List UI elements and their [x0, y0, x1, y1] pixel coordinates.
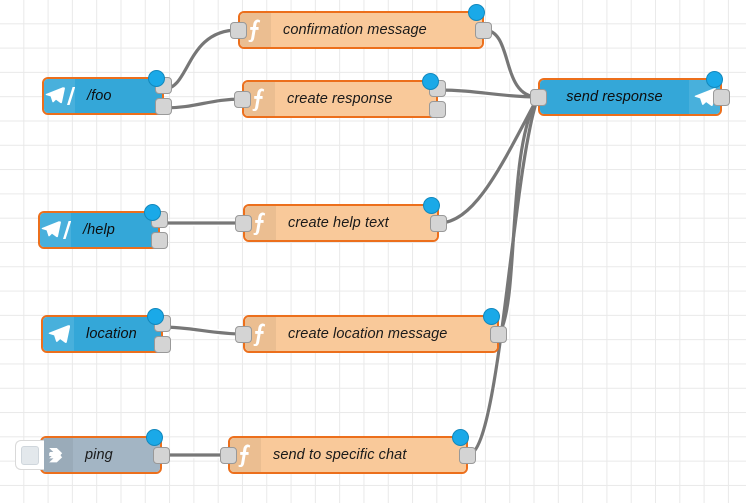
- node-body: send response: [540, 80, 720, 114]
- telegram-slash-icon: [44, 79, 75, 113]
- status-dot: [452, 429, 469, 446]
- node-label: /help: [83, 222, 115, 238]
- output-port[interactable]: [713, 88, 730, 106]
- output-port[interactable]: [459, 446, 476, 464]
- inject-arrow-icon: [42, 438, 73, 472]
- wire[interactable]: [161, 325, 245, 336]
- node-foo-command[interactable]: /foo: [42, 70, 172, 115]
- node-body: create location message: [245, 317, 497, 351]
- node-location-event[interactable]: location: [41, 308, 171, 353]
- wire[interactable]: [497, 95, 540, 336]
- node-ping-inject[interactable]: ping: [15, 429, 170, 474]
- inject-button-face: [21, 445, 39, 465]
- status-dot: [468, 4, 485, 21]
- input-port[interactable]: [530, 88, 547, 106]
- node-label: confirmation message: [283, 22, 427, 38]
- function-f-icon: [252, 88, 265, 111]
- function-f-icon: [248, 19, 261, 42]
- wire-halo: [435, 93, 542, 227]
- node-label: ping: [85, 447, 113, 463]
- wire-halo: [434, 86, 542, 101]
- node-body: send to specific chat: [230, 438, 466, 472]
- input-port[interactable]: [234, 90, 251, 108]
- node-send-response[interactable]: send response: [530, 71, 730, 116]
- status-dot: [147, 308, 164, 325]
- node-body: /help: [40, 213, 158, 247]
- wire-halo: [160, 95, 246, 112]
- telegram-slash-icon: [45, 87, 75, 105]
- function-f-icon: [238, 444, 251, 467]
- input-port[interactable]: [235, 214, 252, 232]
- wire-halo: [480, 26, 542, 101]
- wire[interactable]: [162, 28, 240, 91]
- telegram-slash-icon: [41, 221, 71, 239]
- output-port[interactable]: [153, 446, 170, 464]
- node-body: confirmation message: [240, 13, 482, 47]
- node-label: send to specific chat: [273, 447, 407, 463]
- wire[interactable]: [162, 97, 244, 110]
- wire-halo: [159, 323, 247, 338]
- wire-halo: [160, 26, 242, 93]
- telegram-icon: [48, 325, 70, 343]
- status-dot: [422, 73, 439, 90]
- telegram-slash-icon: [40, 213, 71, 247]
- node-label: /foo: [87, 88, 112, 104]
- node-label: location: [86, 326, 137, 342]
- node-create-location-message[interactable]: create location message: [235, 308, 507, 353]
- function-f-icon: [253, 212, 266, 235]
- wire-halo: [495, 93, 542, 338]
- telegram-icon: [694, 88, 716, 106]
- input-port[interactable]: [230, 21, 247, 39]
- function-f-icon: [253, 323, 266, 346]
- node-help-command[interactable]: /help: [38, 204, 168, 249]
- node-label: send response: [566, 89, 663, 105]
- node-create-response[interactable]: create response: [234, 73, 446, 118]
- node-label: create response: [287, 91, 393, 107]
- wire[interactable]: [466, 95, 540, 457]
- node-confirmation-message[interactable]: confirmation message: [230, 4, 492, 49]
- node-send-to-specific-chat[interactable]: send to specific chat: [220, 429, 476, 474]
- node-label: create help text: [288, 215, 389, 231]
- output-port[interactable]: [430, 214, 447, 232]
- status-dot: [423, 197, 440, 214]
- node-body: /foo: [44, 79, 162, 113]
- inject-arrow-icon: [48, 448, 62, 463]
- node-body: location: [43, 317, 161, 351]
- node-body: create help text: [245, 206, 437, 240]
- output-port[interactable]: [490, 325, 507, 343]
- node-body: ping: [42, 438, 160, 472]
- node-create-help-text[interactable]: create help text: [235, 197, 447, 242]
- input-port[interactable]: [235, 325, 252, 343]
- output-port-2[interactable]: [155, 98, 172, 115]
- status-dot: [483, 308, 500, 325]
- wire[interactable]: [437, 95, 540, 225]
- telegram-icon: [43, 317, 74, 351]
- node-label: create location message: [288, 326, 448, 342]
- wire-halo: [464, 93, 542, 459]
- wire[interactable]: [482, 28, 540, 99]
- status-dot: [148, 70, 165, 87]
- output-port-2[interactable]: [151, 232, 168, 249]
- status-dot: [146, 429, 163, 446]
- output-port[interactable]: [475, 21, 492, 39]
- wire[interactable]: [436, 88, 540, 99]
- output-port-2[interactable]: [154, 336, 171, 353]
- inject-trigger-button[interactable]: [15, 440, 44, 470]
- node-body: create response: [244, 82, 436, 116]
- output-port-2[interactable]: [429, 101, 446, 118]
- status-dot: [706, 71, 723, 88]
- status-dot: [144, 204, 161, 221]
- input-port[interactable]: [220, 446, 237, 464]
